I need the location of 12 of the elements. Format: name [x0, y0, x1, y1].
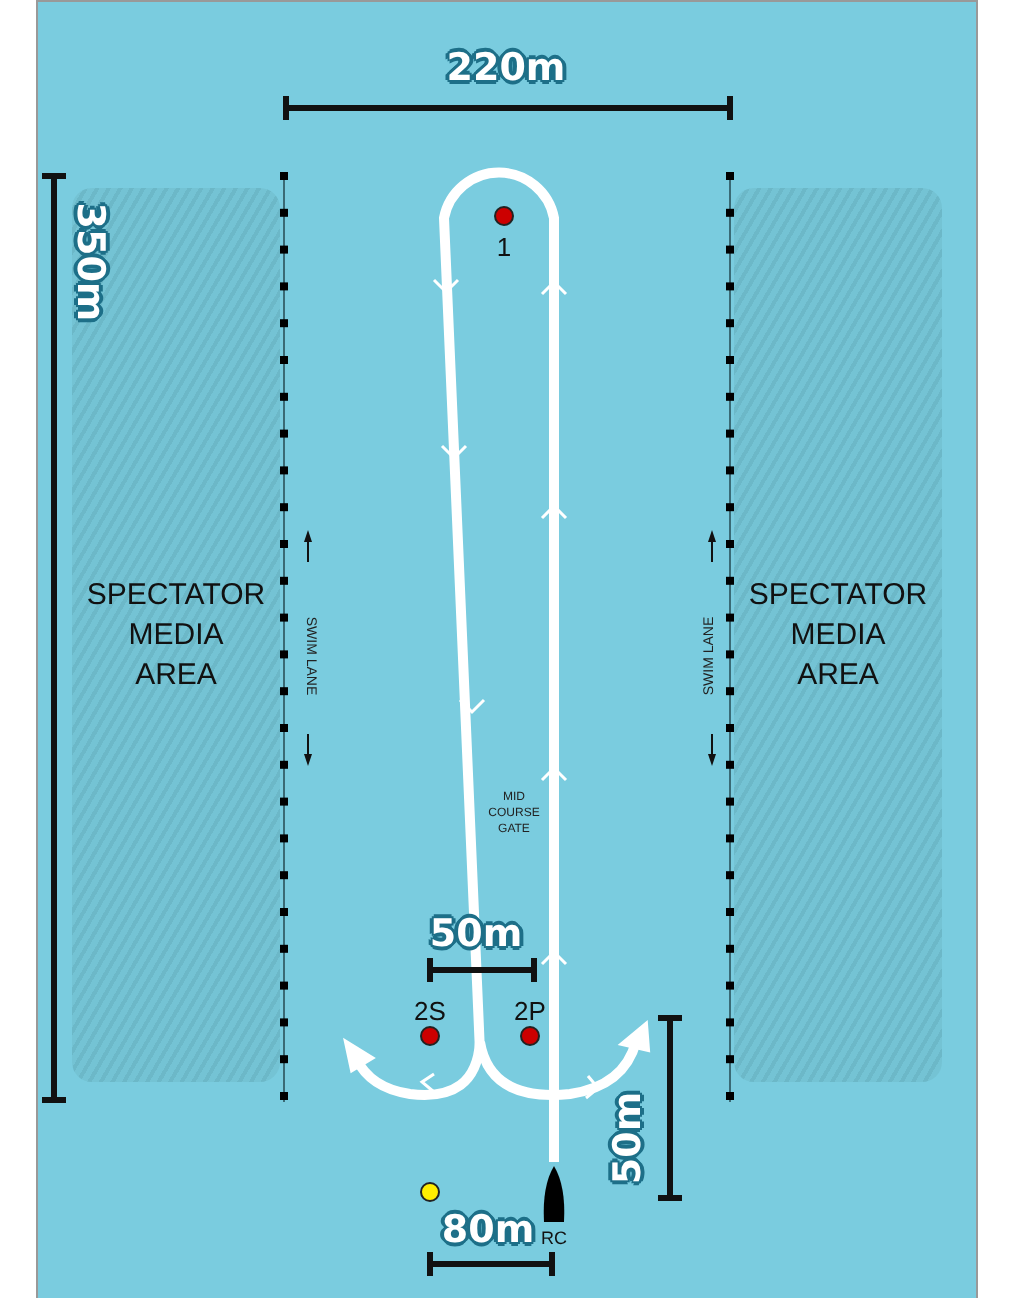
area-label: SPECTATOR MEDIA AREA: [86, 575, 266, 695]
area-label: SPECTATOR MEDIA AREA: [748, 575, 928, 695]
boat-label: RC: [541, 1228, 567, 1248]
spectator-area: [72, 188, 280, 1082]
distance-label: 50m: [606, 1091, 650, 1185]
mark-label: 2P: [514, 998, 546, 1026]
distance-label: 350m: [68, 202, 112, 322]
spectator-area: [734, 188, 942, 1082]
distance-label: 80m: [441, 1208, 535, 1252]
mark-label: 2S: [414, 998, 446, 1026]
mark-label: 1: [496, 234, 512, 262]
distance-label: 220m: [446, 46, 566, 90]
